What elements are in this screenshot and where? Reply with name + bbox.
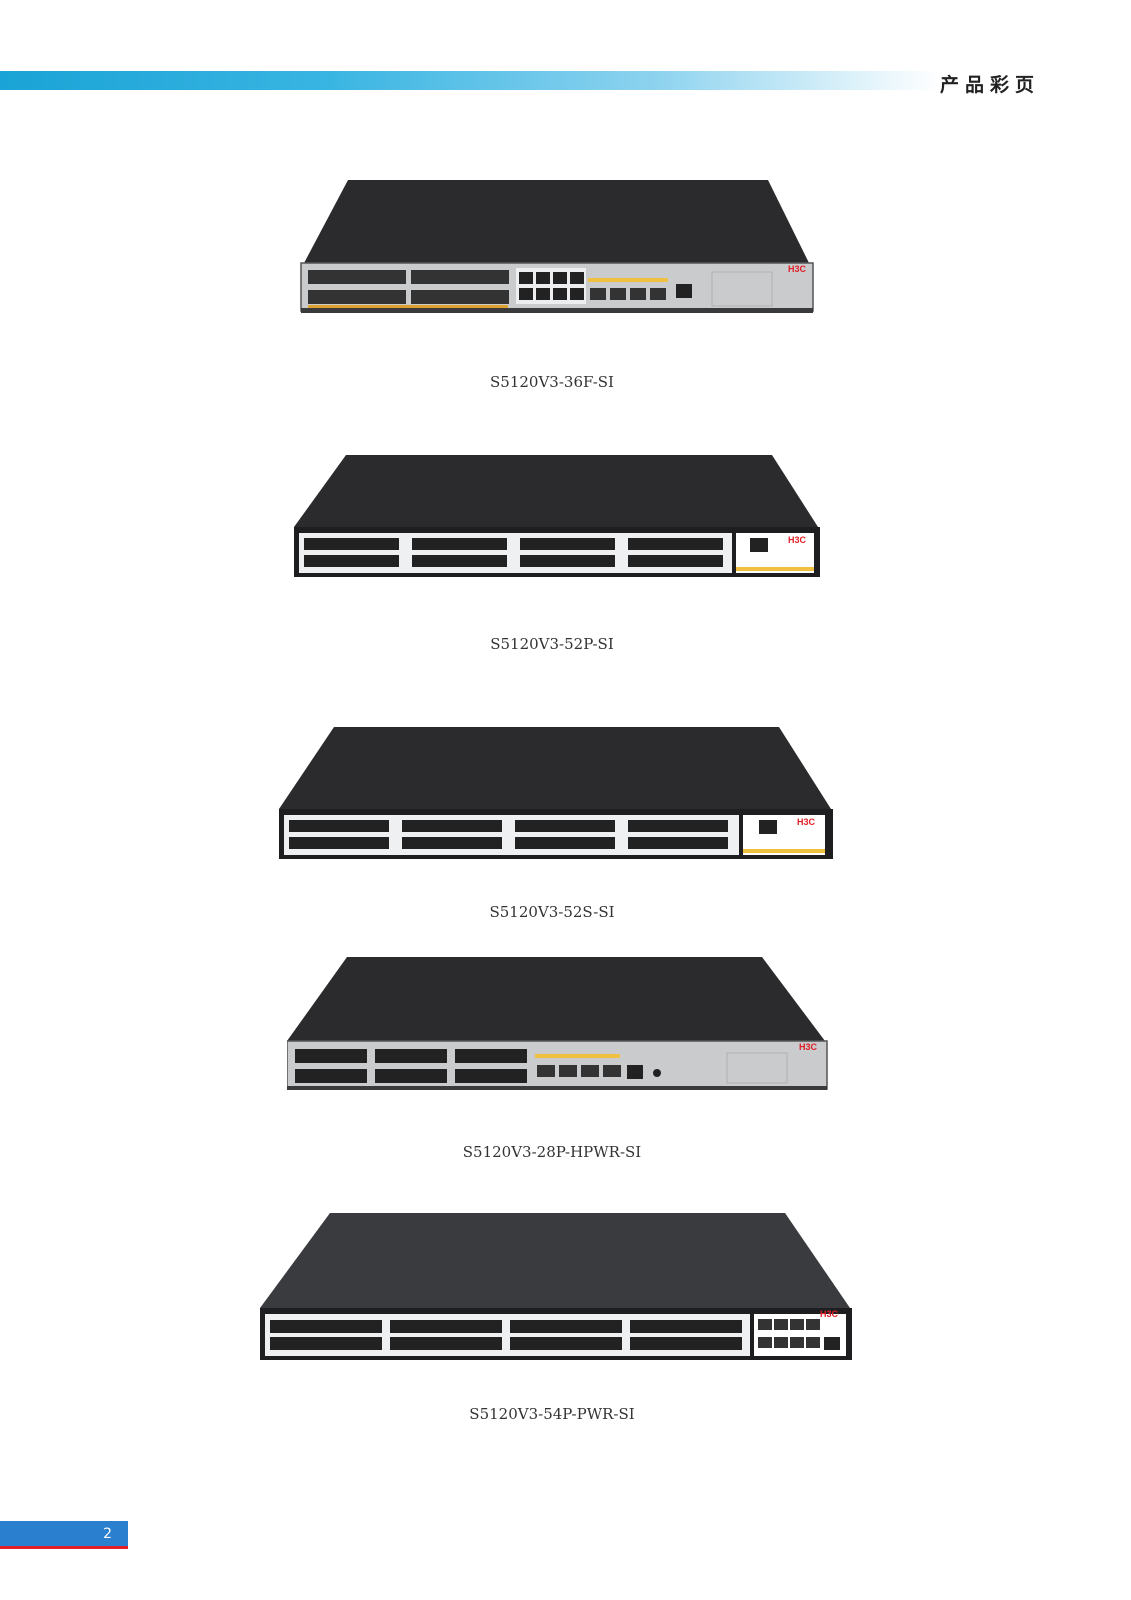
switch-28p-hpwr-illustration: H3C bbox=[287, 957, 828, 1090]
console-port-28p bbox=[627, 1065, 643, 1079]
console-port bbox=[676, 284, 692, 298]
h3c-logo: H3C bbox=[799, 1042, 818, 1052]
h3c-logo: H3C bbox=[820, 1309, 839, 1319]
page-title: 产品彩页 bbox=[940, 74, 1041, 96]
sfp-port-block-1 bbox=[308, 270, 509, 308]
product-caption-52p: S5120V3-52P-SI bbox=[490, 635, 614, 653]
product-image-52s: H3C bbox=[279, 727, 839, 862]
rj45-port-block bbox=[516, 268, 586, 304]
product-caption-52s: S5120V3-52S-SI bbox=[489, 903, 615, 921]
product-caption-36f: S5120V3-36F-SI bbox=[490, 373, 614, 391]
h3c-logo: H3C bbox=[788, 535, 807, 545]
reset-button-icon bbox=[653, 1069, 661, 1077]
console-port-54p bbox=[824, 1337, 840, 1350]
product-image-54p-pwr: H3C bbox=[260, 1213, 860, 1363]
product-image-28p-hpwr: H3C bbox=[287, 957, 837, 1092]
switch-36f-illustration: H3C bbox=[300, 180, 814, 313]
uplink-sfp-block bbox=[588, 278, 668, 300]
header-gradient-bar bbox=[0, 71, 940, 90]
product-image-52p: H3C bbox=[294, 455, 824, 585]
product-caption-54p-pwr: S5120V3-54P-PWR-SI bbox=[469, 1405, 635, 1423]
led-panel bbox=[726, 1052, 788, 1084]
page-number: 2 bbox=[103, 1526, 112, 1542]
switch-52s-illustration: H3C bbox=[279, 727, 833, 859]
switch-54p-pwr-illustration: H3C bbox=[260, 1213, 852, 1360]
h3c-logo: H3C bbox=[797, 817, 816, 827]
led-panel bbox=[711, 271, 773, 307]
page-number-tab: 2 bbox=[0, 1521, 128, 1549]
console-port-52p bbox=[750, 538, 768, 552]
switch-52p-illustration: H3C bbox=[294, 455, 820, 577]
h3c-logo: H3C bbox=[788, 264, 807, 274]
console-port-52s bbox=[759, 820, 777, 834]
product-image-36f: H3C bbox=[298, 180, 818, 315]
product-caption-28p-hpwr: S5120V3-28P-HPWR-SI bbox=[462, 1143, 642, 1161]
